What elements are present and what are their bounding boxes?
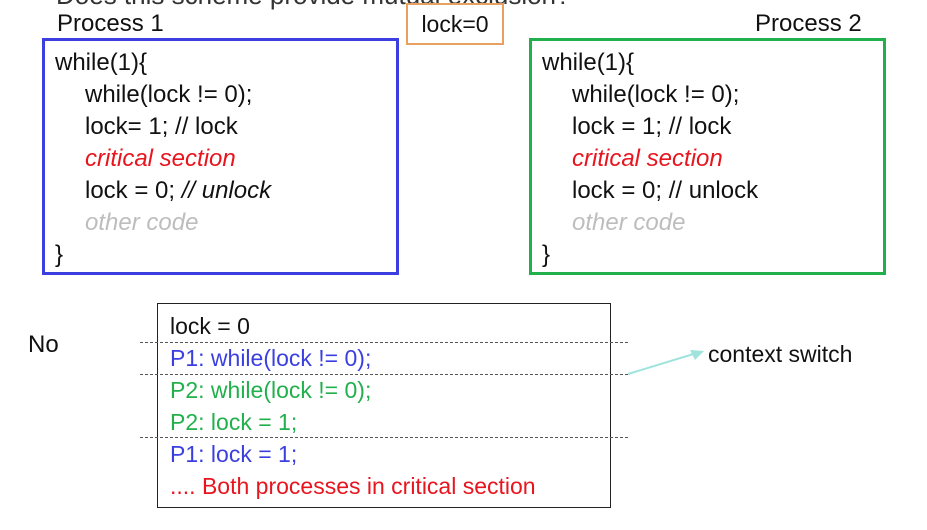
- process2-label: Process 2: [755, 10, 862, 37]
- context-switch-divider: [140, 437, 628, 438]
- answer-label: No: [28, 331, 59, 358]
- process1-code-line: lock= 1; // lock: [85, 113, 238, 140]
- process2-code-line: lock = 0; // unlock: [572, 177, 759, 204]
- process1-unlock-comment: // unlock: [181, 177, 272, 204]
- process1-code-box: while(1){ while(lock != 0); lock= 1; // …: [42, 38, 399, 275]
- trace-line: P2: lock = 1;: [170, 409, 298, 435]
- trace-line: P1: while(lock != 0);: [170, 345, 372, 371]
- arrow-head: [690, 350, 704, 360]
- trace-line: lock = 0: [170, 313, 250, 339]
- trace-line: P1: lock = 1;: [170, 441, 298, 467]
- process1-code-line: }: [55, 241, 64, 268]
- process1-code-line: while(1){: [55, 49, 148, 76]
- process1-code-line: while(lock != 0);: [85, 81, 253, 108]
- process2-code-line: lock = 1; // lock: [572, 113, 732, 140]
- process1-code-line: lock = 0; // unlock: [85, 177, 271, 205]
- context-switch-divider: [140, 374, 628, 375]
- process2-code-box: while(1){ while(lock != 0); lock = 1; //…: [529, 38, 886, 275]
- process2-code-line: while(1){: [542, 49, 635, 76]
- trace-line: P2: while(lock != 0);: [170, 377, 372, 403]
- process1-other-code: other code: [85, 209, 199, 236]
- context-switch-divider: [140, 342, 628, 343]
- execution-trace-box: lock = 0 P1: while(lock != 0); P2: while…: [157, 303, 611, 508]
- process2-code-line: }: [542, 241, 551, 268]
- slide-title: Does this scheme provide mutual exclusio…: [56, 0, 570, 11]
- lock-init-box: lock=0: [406, 3, 504, 45]
- process1-critical-section: critical section: [85, 145, 236, 172]
- process1-unlock-code: lock = 0;: [85, 177, 182, 204]
- process2-critical-section: critical section: [572, 145, 723, 172]
- process2-code-line: while(lock != 0);: [572, 81, 740, 108]
- trace-line: .... Both processes in critical section: [170, 473, 536, 499]
- process1-label: Process 1: [57, 10, 164, 37]
- arrow-line: [627, 351, 701, 375]
- process2-other-code: other code: [572, 209, 686, 236]
- context-switch-label: context switch: [708, 341, 853, 367]
